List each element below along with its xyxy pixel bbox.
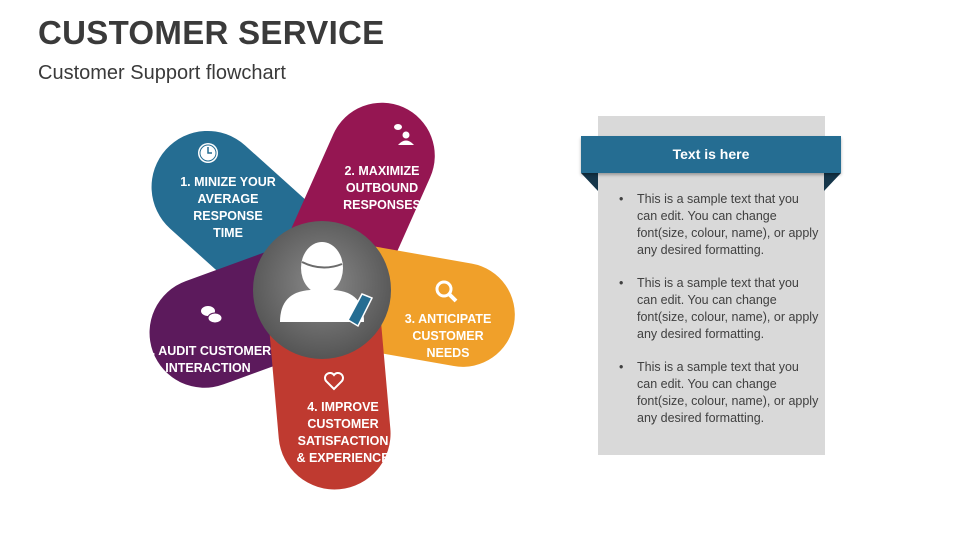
bullet-item: This is a sample text that you can edit.…: [619, 275, 819, 343]
ribbon-fold-right: [824, 173, 841, 191]
page-subtitle: Customer Support flowchart: [38, 62, 286, 84]
petal-2-label: 2. MAXIMIZE OUTBOUND RESPONSES: [343, 164, 421, 212]
petal-1-label: 1. MINIZE YOUR AVERAGE RESPONSE TIME: [180, 175, 276, 240]
bullet-item: This is a sample text that you can edit.…: [619, 191, 819, 259]
heart-icon: [324, 372, 344, 391]
customer-support-agent-icon: [280, 242, 374, 328]
bullet-list: This is a sample text that you can edit.…: [619, 191, 819, 443]
speech-bubbles-icon: [201, 306, 223, 324]
magnifier-icon: [435, 280, 458, 303]
petal-4-label: 4. IMPROVE CUSTOMER SATISFACTION & EXPER…: [296, 400, 390, 465]
clock-icon: [198, 143, 218, 163]
chat-person-icon: [394, 124, 414, 145]
ribbon-fold-left: [581, 173, 598, 191]
panel-heading: Text is here: [581, 136, 841, 173]
petal-3-label: 3. ANTICIPATE CUSTOMER NEEDS: [404, 312, 492, 360]
petal-5-label: 5. AUDIT CUSTOMER INTERACTION: [144, 344, 272, 375]
bullet-item: This is a sample text that you can edit.…: [619, 359, 819, 427]
page-title: CUSTOMER SERVICE: [38, 14, 385, 51]
